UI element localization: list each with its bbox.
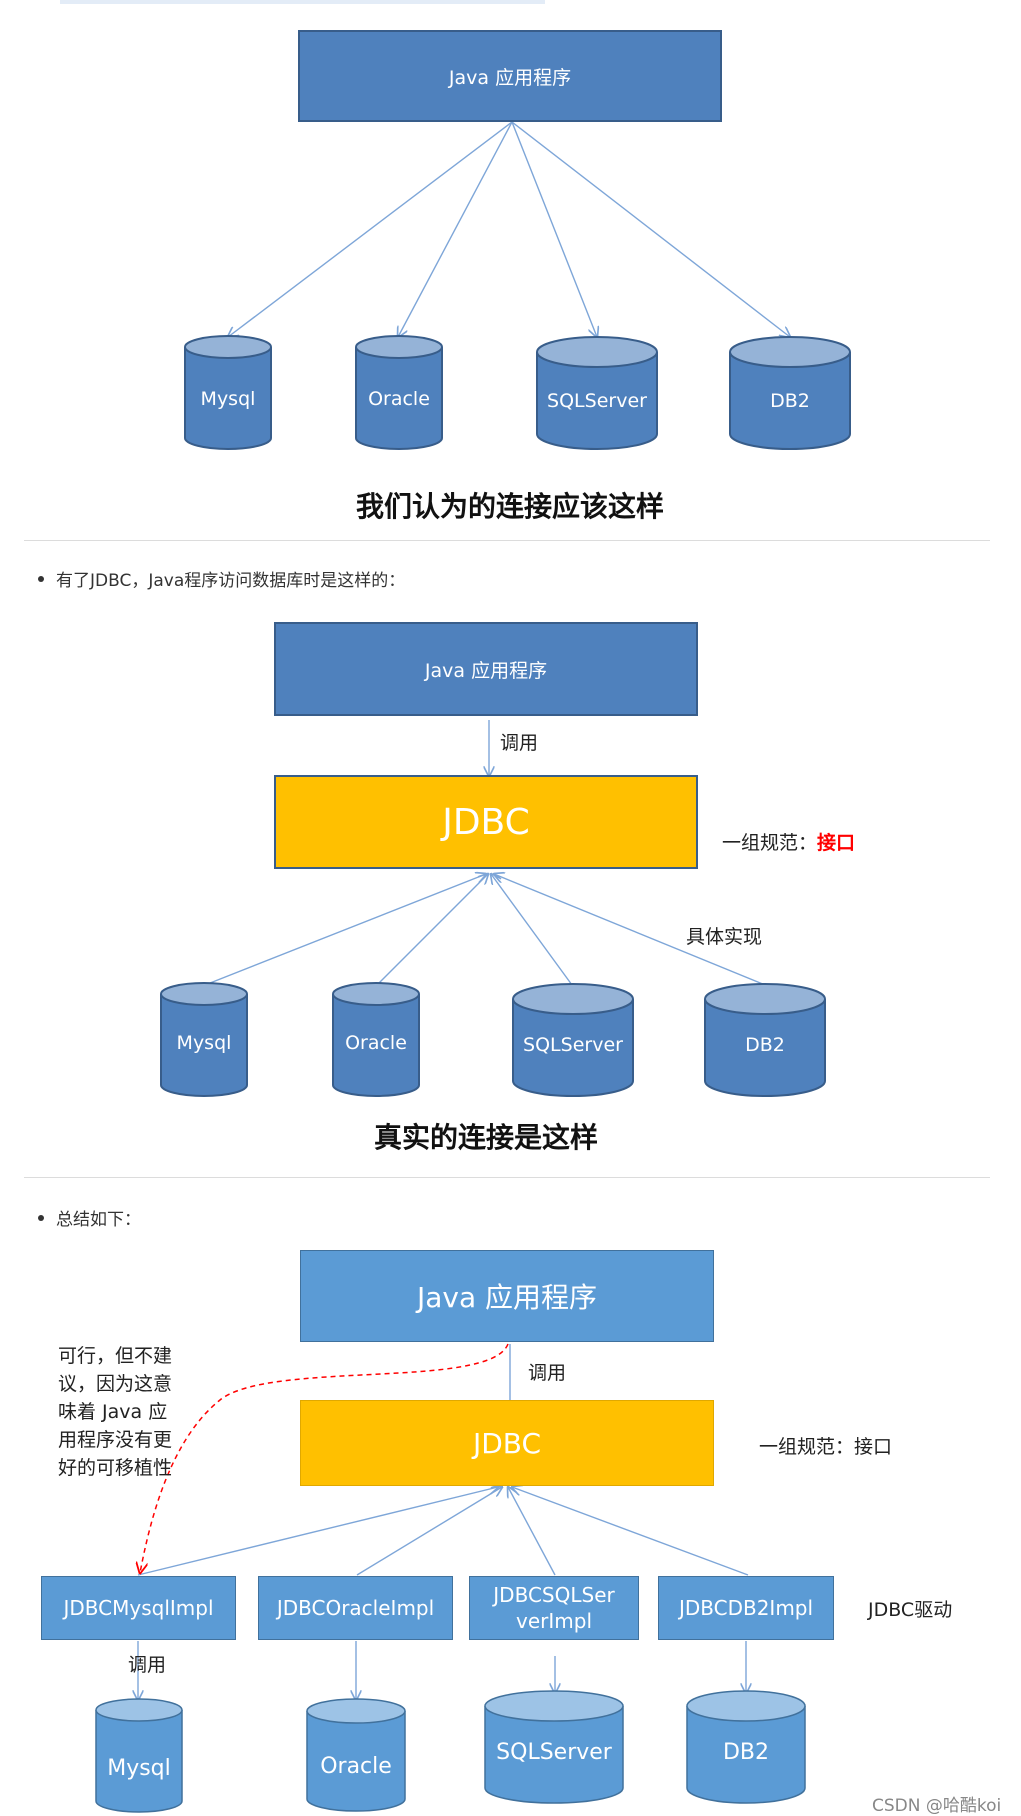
db-cylinder-oracle-1: Oracle xyxy=(355,335,443,450)
spec-label-3: 一组规范：接口 xyxy=(759,1436,893,1458)
java-app-box-1: Java 应用程序 xyxy=(298,30,722,122)
db-cylinder-mysql-1: Mysql xyxy=(184,335,272,450)
note-line-2: 议，因为这意 xyxy=(58,1373,173,1395)
arrow-sqlserver-to-jdbc xyxy=(491,874,573,986)
arrow-java-to-sqlserver xyxy=(511,121,597,337)
call-label-3: 调用 xyxy=(528,1362,567,1384)
db-label-sqlserver-3: SQLServer xyxy=(496,1740,612,1765)
note-line-3: 味着 Java 应 xyxy=(58,1401,168,1423)
db-label-mysql-2: Mysql xyxy=(176,1032,232,1054)
divider-1 xyxy=(24,540,990,541)
java-app-box-3: Java 应用程序 xyxy=(300,1250,714,1342)
arrow-db2-to-jdbc xyxy=(494,874,766,986)
arrow-oracle-to-jdbc xyxy=(376,874,488,986)
arrow-java-to-mysql xyxy=(228,121,513,337)
impl-label-sqlserver: JDBCSQLSer verImpl xyxy=(493,1583,615,1633)
csdn-watermark: CSDN @哈酷koi xyxy=(872,1796,1002,1816)
top-highlight-bar xyxy=(60,0,545,4)
db-label-oracle-2: Oracle xyxy=(345,1032,407,1054)
arrow-java-to-db2 xyxy=(511,121,790,337)
jdbc-box-3: JDBC xyxy=(300,1400,714,1486)
call-label-2: 调用 xyxy=(500,732,539,754)
impl-box-mysql: JDBCMysqlImpl xyxy=(41,1576,236,1640)
db-label-sqlserver-2: SQLServer xyxy=(523,1034,623,1056)
impl-box-db2: JDBCDB2Impl xyxy=(658,1576,834,1640)
impl-box-oracle: JDBCOracleImpl xyxy=(258,1576,453,1640)
db-cylinder-sqlserver-3: SQLServer xyxy=(484,1690,624,1805)
db-label-mysql-1: Mysql xyxy=(200,388,256,410)
spec-emphasis-2: 接口 xyxy=(817,832,856,854)
spec-prefix-2: 一组规范： xyxy=(722,832,818,854)
java-app-box-2: Java 应用程序 xyxy=(274,622,698,716)
db-label-db2-3: DB2 xyxy=(722,1740,770,1765)
jdbc-label-2: JDBC xyxy=(442,801,530,843)
db-label-db2-1: DB2 xyxy=(770,390,810,412)
dashed-arrow-java-to-mysqlimpl xyxy=(140,1343,509,1573)
db-label-db2-2: DB2 xyxy=(745,1034,785,1056)
bullet-text-3: 总结如下： xyxy=(56,1210,141,1230)
java-app-label-2: Java 应用程序 xyxy=(424,659,548,682)
jdbc-label-3: JDBC xyxy=(472,1426,542,1460)
arrow-oracleimpl-to-jdbc xyxy=(356,1487,502,1576)
note-line-1: 可行，但不建 xyxy=(58,1345,173,1367)
portability-note: 可行，但不建 议，因为这意 味着 Java 应 用程序没有更 好的可移植性 xyxy=(58,1342,218,1482)
bullet-text-2: 有了JDBC，Java程序访问数据库时是这样的： xyxy=(56,571,406,591)
spec-label-2: 一组规范：接口 xyxy=(722,828,855,855)
impl-label-mysql: JDBCMysqlImpl xyxy=(63,1596,214,1620)
note-line-5: 好的可移植性 xyxy=(58,1457,173,1479)
driver-label: JDBC驱动 xyxy=(868,1599,953,1621)
arrow-db2impl-to-jdbc xyxy=(512,1487,749,1576)
db-label-oracle-3: Oracle xyxy=(320,1754,392,1779)
bullet-item-3: 总结如下： xyxy=(38,1205,141,1230)
db-label-oracle-1: Oracle xyxy=(368,388,430,410)
db-cylinder-sqlserver-1: SQLServer xyxy=(536,335,658,450)
db-cylinder-oracle-3: Oracle xyxy=(306,1698,406,1813)
caption-1: 我们认为的连接应该这样 xyxy=(355,490,664,523)
db-cylinder-db2-2: DB2 xyxy=(704,982,826,1097)
impl-box-sqlserver: JDBCSQLSer verImpl xyxy=(469,1576,639,1640)
impl-label-2: 具体实现 xyxy=(686,926,763,948)
caption-2: 真实的连接是这样 xyxy=(373,1121,598,1154)
java-app-label-3: Java 应用程序 xyxy=(416,1281,598,1314)
bullet-item-2: 有了JDBC，Java程序访问数据库时是这样的： xyxy=(38,566,405,591)
divider-2 xyxy=(24,1177,990,1178)
bullet-dot-icon xyxy=(38,1215,44,1221)
db-cylinder-mysql-3: Mysql xyxy=(95,1698,183,1813)
arrow-sqlserverimpl-to-jdbc xyxy=(508,1487,556,1576)
db-cylinder-db2-1: DB2 xyxy=(729,335,851,450)
note-line-4: 用程序没有更 xyxy=(58,1429,173,1451)
bullet-dot-icon xyxy=(38,576,44,582)
arrow-mysqlimpl-to-jdbc xyxy=(137,1487,498,1576)
db-cylinder-oracle-2: Oracle xyxy=(332,982,420,1097)
jdbc-box-2: JDBC xyxy=(274,775,698,869)
impl-call-label: 调用 xyxy=(128,1654,167,1676)
db-cylinder-db2-3: DB2 xyxy=(686,1690,806,1805)
db-cylinder-sqlserver-2: SQLServer xyxy=(512,982,634,1097)
impl-label-db2: JDBCDB2Impl xyxy=(678,1596,814,1620)
impl-label-oracle: JDBCOracleImpl xyxy=(276,1596,435,1620)
arrow-java-to-oracle xyxy=(398,121,513,337)
db-label-mysql-3: Mysql xyxy=(107,1756,171,1781)
arrow-mysql-to-jdbc xyxy=(204,874,486,986)
java-app-label-1: Java 应用程序 xyxy=(448,66,572,89)
db-cylinder-mysql-2: Mysql xyxy=(160,982,248,1097)
db-label-sqlserver-1: SQLServer xyxy=(547,390,647,412)
